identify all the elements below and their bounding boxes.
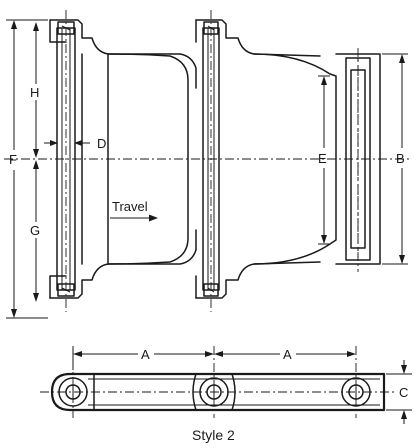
travel-label: Travel [112,199,148,214]
dimension-f-label: F [9,152,17,167]
dimension-c: C [386,360,412,424]
travel-indicator: Travel [110,199,158,222]
dimension-a-right-label: A [283,347,292,362]
dimension-d: D [44,136,106,151]
dimension-e: E [318,75,330,245]
dimension-a-left: A [72,346,214,370]
dimension-h: H [30,22,39,158]
dimension-e-label: E [318,151,327,166]
dimension-d-label: D [97,136,106,151]
dimension-b-label: B [396,151,405,166]
dimension-f: F [6,19,48,319]
side-view: A A C [40,346,412,424]
dimension-h-label: H [30,85,39,100]
dimension-a-right: A [214,347,356,362]
dimension-c-label: C [399,385,408,400]
dimension-g-label: G [30,223,40,238]
plan-view: F H G D [4,10,410,319]
dimension-g: G [30,160,40,302]
drawing-caption: Style 2 [192,427,235,443]
dimension-b: B [382,53,408,265]
dimension-a-left-label: A [141,347,150,362]
